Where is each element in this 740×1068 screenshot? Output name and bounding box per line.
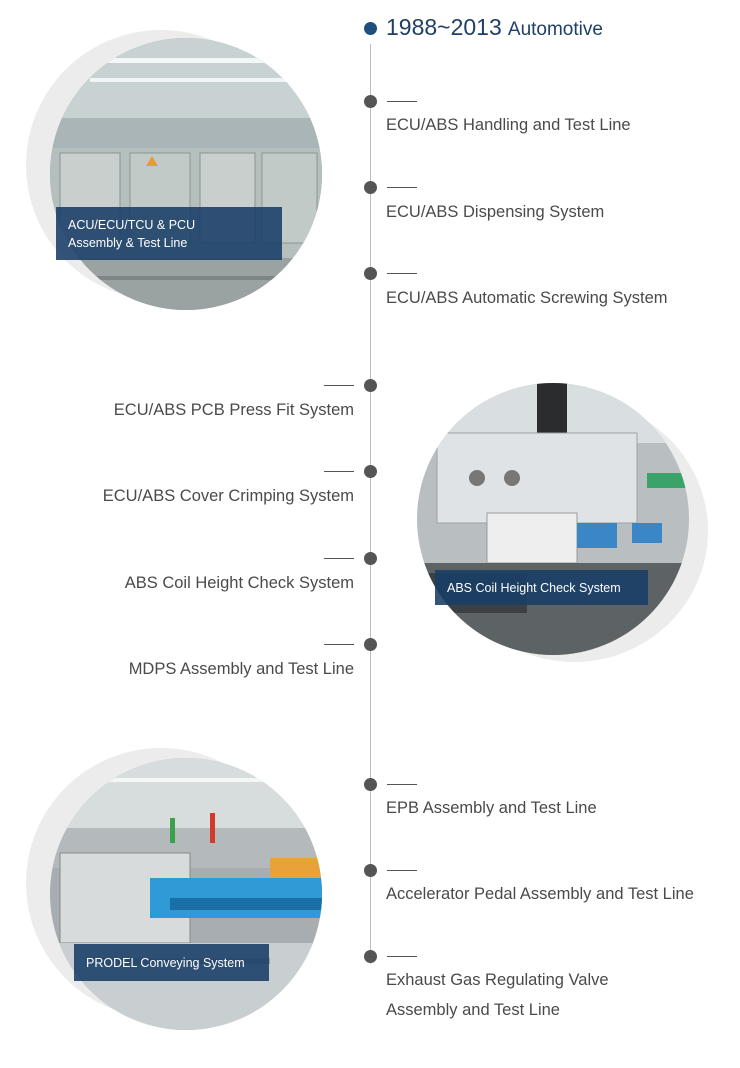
timeline-tick: [324, 644, 354, 645]
timeline-header: 1988~2013 Automotive: [386, 14, 603, 41]
conveying-system-photo: [50, 758, 322, 1030]
timeline-dot: [364, 864, 377, 877]
coil-check-machine-photo: [417, 383, 689, 655]
timeline-item: ECU/ABS Automatic Screwing System: [386, 289, 668, 307]
timeline-item: EPB Assembly and Test Line: [386, 799, 597, 817]
timeline-item: ECU/ABS Dispensing System: [386, 203, 605, 221]
photo-caption: PRODEL Conveying System: [74, 944, 269, 981]
header-years: 1988~2013: [386, 14, 502, 40]
timeline-dot: [364, 95, 377, 108]
photo-caption: ACU/ECU/TCU & PCU Assembly & Test Line: [56, 207, 282, 260]
timeline-dot: [364, 379, 377, 392]
timeline-tick: [387, 273, 417, 274]
timeline-tick: [387, 956, 417, 957]
timeline-tick: [387, 101, 417, 102]
timeline-tick: [387, 784, 417, 785]
timeline-tick: [387, 187, 417, 188]
timeline-dot: [364, 638, 377, 651]
timeline-dot: [364, 181, 377, 194]
timeline-tick: [387, 870, 417, 871]
timeline-tick: [324, 385, 354, 386]
timeline-item: ECU/ABS PCB Press Fit System: [113, 401, 354, 419]
timeline-item: MDPS Assembly and Test Line: [128, 660, 354, 678]
timeline-tick: [324, 558, 354, 559]
timeline-dot: [364, 465, 377, 478]
timeline-item: Accelerator Pedal Assembly and Test Line: [386, 885, 694, 903]
timeline-dot: [364, 950, 377, 963]
timeline-dot: [364, 552, 377, 565]
timeline-dot: [364, 778, 377, 791]
timeline-header-dot: [364, 22, 377, 35]
timeline-item: ECU/ABS Handling and Test Line: [386, 116, 631, 134]
timeline-tick: [324, 471, 354, 472]
timeline-line: [370, 44, 371, 964]
factory-line-photo: [50, 38, 322, 310]
timeline-item: ECU/ABS Cover Crimping System: [102, 487, 354, 505]
timeline-item: ABS Coil Height Check System: [124, 574, 354, 592]
timeline-dot: [364, 267, 377, 280]
photo-caption: ABS Coil Height Check System: [435, 570, 648, 605]
header-category: Automotive: [507, 19, 603, 40]
timeline-item: Exhaust Gas Regulating Valve Assembly an…: [386, 971, 609, 1019]
